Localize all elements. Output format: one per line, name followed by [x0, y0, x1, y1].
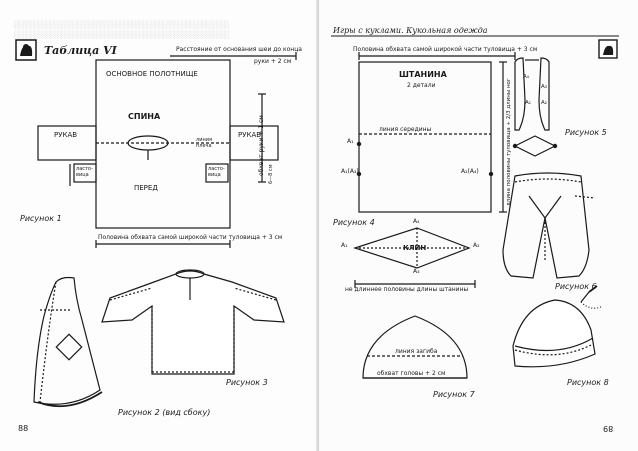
label-a2a4: А₂(А₄)	[461, 168, 479, 175]
gusset-right-label: ласто-вица	[208, 166, 225, 178]
figure-1-drawing	[37, 52, 297, 248]
left-page-number: 88	[18, 424, 29, 433]
figure-6-caption: Рисунок 6	[555, 282, 597, 291]
label-f5-a2: А₂	[541, 100, 547, 106]
figure-7-drawing	[362, 315, 468, 379]
figure-4-drawing	[353, 227, 476, 288]
label-f5-a1: А₁	[525, 100, 531, 106]
top-dimension-note: Половина обхвата самой широкой части тул…	[353, 46, 538, 53]
label-f5-a4: А₄	[523, 74, 529, 80]
front-label: ПЕРЕД	[134, 184, 158, 192]
sleeve-right-label: РУКАВ	[238, 131, 262, 139]
left-page-drawings	[15, 39, 297, 408]
vertical-small-note: 6—8 см	[268, 164, 274, 184]
figure-8-drawing	[512, 285, 604, 368]
figure-3-drawing	[101, 269, 285, 375]
sleeve-left-label: РУКАВ	[54, 131, 78, 139]
figure-2-drawing	[33, 276, 103, 408]
shoulder-note-line-1: Расстояние от основания шеи до конца	[176, 46, 302, 53]
label-f5-a3: А₃	[541, 84, 547, 90]
label-wedge-a3: А₃	[413, 268, 420, 275]
figure-4-caption: Рисунок 4	[333, 218, 375, 227]
back-label: СПИНА	[128, 112, 161, 121]
right-page: Игры с куклами. Кукольная одежда Половин…	[319, 0, 638, 451]
figure-5-drawing	[512, 57, 558, 157]
right-page-drawings	[331, 35, 619, 379]
figure-3-caption: Рисунок 3	[226, 378, 268, 387]
trousers-vertical-note: длина половины туловища + 2/3 длины ног	[506, 78, 512, 206]
right-page-number: 89	[603, 424, 614, 433]
figure-8-caption: Рисунок 8	[567, 378, 609, 387]
doll-logo-icon	[15, 39, 37, 61]
running-header: Игры с куклами. Кукольная одежда	[333, 26, 488, 35]
trousers-title: ШТАНИНА	[399, 70, 447, 79]
figure-5-caption: Рисунок 5	[565, 128, 607, 137]
label-a1a3: А₁(А₃)	[341, 168, 359, 175]
label-wedge-a2: А₂	[473, 242, 480, 249]
figure-7-caption: Рисунок 7	[433, 390, 475, 399]
shoulder-note-line-2: руки + 2 см	[254, 58, 292, 65]
left-page: ░░░░░░░░░░░░░░░░░░░░░░░░░░░░░░░░░░░░░░░░…	[14, 21, 302, 433]
bottom-dimension-note: Половина обхвата самой широкой части тул…	[98, 234, 283, 241]
wedge-label: КЛИН	[403, 244, 427, 252]
label-wedge-a1: А₁	[341, 242, 348, 249]
label-a1: А₁	[347, 138, 354, 145]
head-girth-note: обхват головы + 2 см	[377, 370, 446, 377]
figure-2-caption: Рисунок 2 (вид сбоку)	[118, 408, 211, 417]
mid-line-label: линия середины	[379, 126, 432, 133]
figure-1-caption: Рисунок 1	[20, 214, 62, 223]
figure-6-drawing	[502, 172, 596, 279]
wedge-note: не длиннее половины длины штанины	[345, 286, 469, 293]
label-wedge-a4: А₄	[413, 218, 420, 225]
fold-line-label: линия загиба	[395, 348, 438, 355]
faint-background-text: ░░░░░░░░░░░░░░░░░░░░░░░░░░░░░░░░░░░░░░░░…	[14, 21, 230, 39]
vertical-arm-note: обхват руки + 1 см	[258, 115, 265, 176]
main-panel-label: ОСНОВНОЕ ПОЛОТНИЩЕ	[106, 70, 198, 78]
trouser-leg-pattern	[356, 52, 516, 213]
gusset-left-label: ласто-вица	[76, 166, 93, 178]
doll-logo-right-icon	[598, 39, 618, 59]
shoulder-line-label: линия плеча	[196, 137, 212, 149]
table-title: Таблица VI	[44, 44, 117, 57]
trousers-subtitle: 2 детали	[407, 82, 436, 89]
